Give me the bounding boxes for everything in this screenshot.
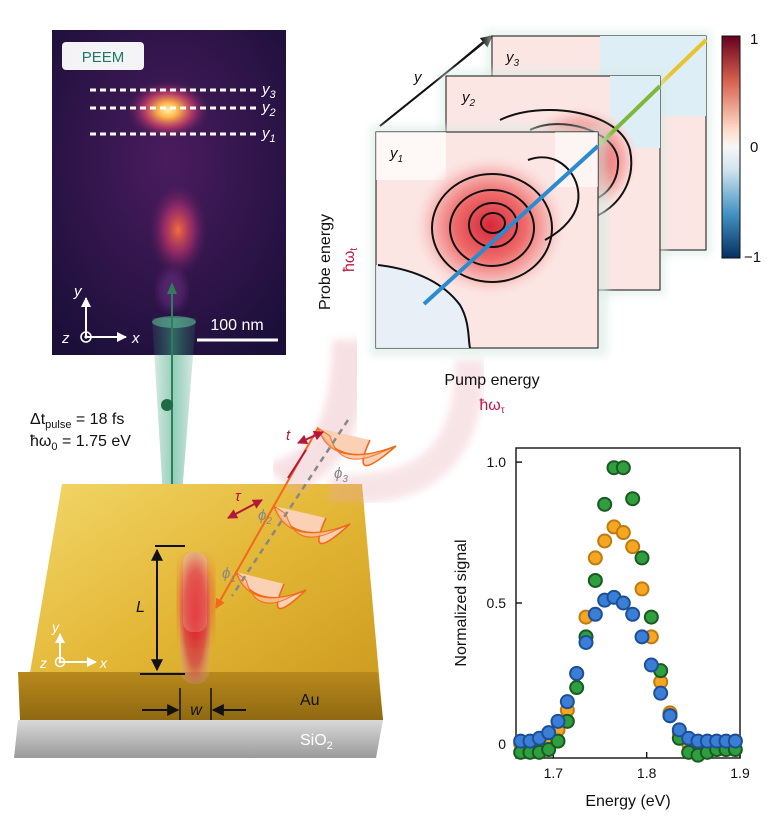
sio2-layer	[14, 720, 383, 758]
colorbar-tick-min: −1	[744, 249, 761, 266]
data-point	[587, 572, 603, 588]
data-point	[550, 713, 566, 729]
peem-z-axis-icon	[80, 331, 92, 343]
electron-dot	[161, 399, 173, 411]
colorbar-tick-mid: 0	[750, 139, 758, 156]
gold-layer	[18, 672, 383, 720]
peem-label: PEEM	[82, 49, 125, 66]
delay-t-label: t	[286, 427, 291, 444]
maps-stack: y y3 y2	[317, 30, 761, 416]
data-point	[541, 725, 557, 741]
sample-z-axis-icon	[54, 656, 66, 668]
probe-energy-symbol: ħωt	[341, 248, 360, 272]
y-tick-label: 0.5	[487, 595, 507, 611]
data-point	[541, 742, 557, 758]
data-point	[634, 550, 650, 566]
contour	[480, 212, 506, 234]
sample-axis-z-label: z	[39, 655, 47, 671]
data-point	[625, 606, 641, 622]
contour	[449, 189, 535, 267]
pulse-duration: Δtpulse = 18 fs	[30, 411, 124, 431]
peem-label-box	[62, 42, 144, 70]
sample-axis-x-label: x	[99, 655, 108, 671]
label-y2: y2	[261, 99, 276, 119]
data-point	[643, 609, 659, 625]
diagonal-y1	[422, 144, 600, 306]
data-point	[625, 539, 641, 555]
sample-axis-y-label: y	[51, 619, 60, 635]
data-point	[559, 694, 575, 710]
pump-energy-symbol: ħωτ	[479, 397, 504, 416]
label-y1: y1	[261, 125, 276, 145]
contour	[468, 202, 518, 248]
data-point	[653, 685, 669, 701]
label-y3: y3	[261, 81, 277, 101]
data-point	[550, 733, 566, 749]
y-axis-title: Normalized signal	[453, 539, 470, 666]
data-point	[615, 460, 631, 476]
sio2-label: SiO2	[300, 732, 333, 752]
photon-energy: ħω0 = 1.75 eV	[30, 433, 131, 453]
data-point	[727, 733, 743, 749]
scale-bar-label: 100 nm	[210, 317, 263, 334]
data-point	[634, 581, 650, 597]
peem-axis-y-label: y	[73, 283, 83, 300]
panel-y3-label: y3	[505, 49, 520, 69]
data-point	[634, 629, 650, 645]
data-point	[671, 722, 687, 738]
map-panel-y1: y1	[370, 126, 608, 356]
signal-chart: 1.7 1.8 1.9 0 0.5 1.0 Normalized signal Energ…	[453, 447, 750, 810]
panel-y2-label: y2	[461, 89, 476, 109]
data-point	[569, 680, 585, 696]
stack-y-axis-label: y	[413, 69, 423, 86]
x-tick-label: 1.9	[730, 765, 750, 781]
peem-axis-x-label: x	[131, 330, 140, 347]
y-tick-label: 1.0	[487, 454, 507, 470]
data-point	[643, 657, 659, 673]
data-point	[615, 595, 631, 611]
x-tick-label: 1.7	[544, 765, 564, 781]
peem-hotspot-mid	[148, 182, 208, 278]
data-point	[597, 533, 613, 549]
x-axis-title: Energy (eV)	[585, 793, 670, 810]
colorbar-tick-max: 1	[750, 31, 758, 48]
length-label: L	[136, 599, 145, 616]
data-point	[569, 665, 585, 681]
phase-line	[230, 419, 350, 597]
peem-panel: PEEM y3 y2 y1 y z x 100 nm	[52, 30, 286, 355]
phase-3-label: ϕ3	[334, 465, 348, 485]
delay-t-arrow	[297, 431, 324, 444]
x-tick-label: 1.8	[637, 765, 657, 781]
data-point	[587, 550, 603, 566]
peem-axis-z-label: z	[61, 330, 70, 347]
peem-hotspot-top	[126, 80, 210, 140]
width-label: w	[190, 702, 203, 719]
data-point	[578, 634, 594, 650]
diagonal-y2	[596, 84, 662, 148]
y-tick-label: 0	[498, 736, 506, 752]
colorbar	[721, 35, 741, 259]
data-point	[662, 708, 678, 724]
data-point	[625, 491, 641, 507]
data-point	[615, 525, 631, 541]
pulse-sequence: t τ ϕ3 ϕ2 ϕ1	[215, 339, 485, 610]
delay-tau-label: τ	[235, 488, 242, 505]
pump-energy-label: Pump energy	[444, 372, 539, 389]
phase-1-label: ϕ1	[222, 565, 236, 585]
au-label: Au	[300, 692, 320, 709]
data-point	[587, 606, 603, 622]
delay-tau-arrow	[227, 499, 263, 519]
contour	[431, 173, 553, 283]
beam-arrow-icon	[167, 282, 177, 294]
sample: L w Au SiO2 y z x	[14, 484, 383, 758]
phase-2-label: ϕ2	[258, 507, 272, 527]
probe-energy-label: Probe energy	[317, 214, 334, 310]
data-point	[597, 496, 613, 512]
panel-y1-label: y1	[389, 145, 403, 165]
